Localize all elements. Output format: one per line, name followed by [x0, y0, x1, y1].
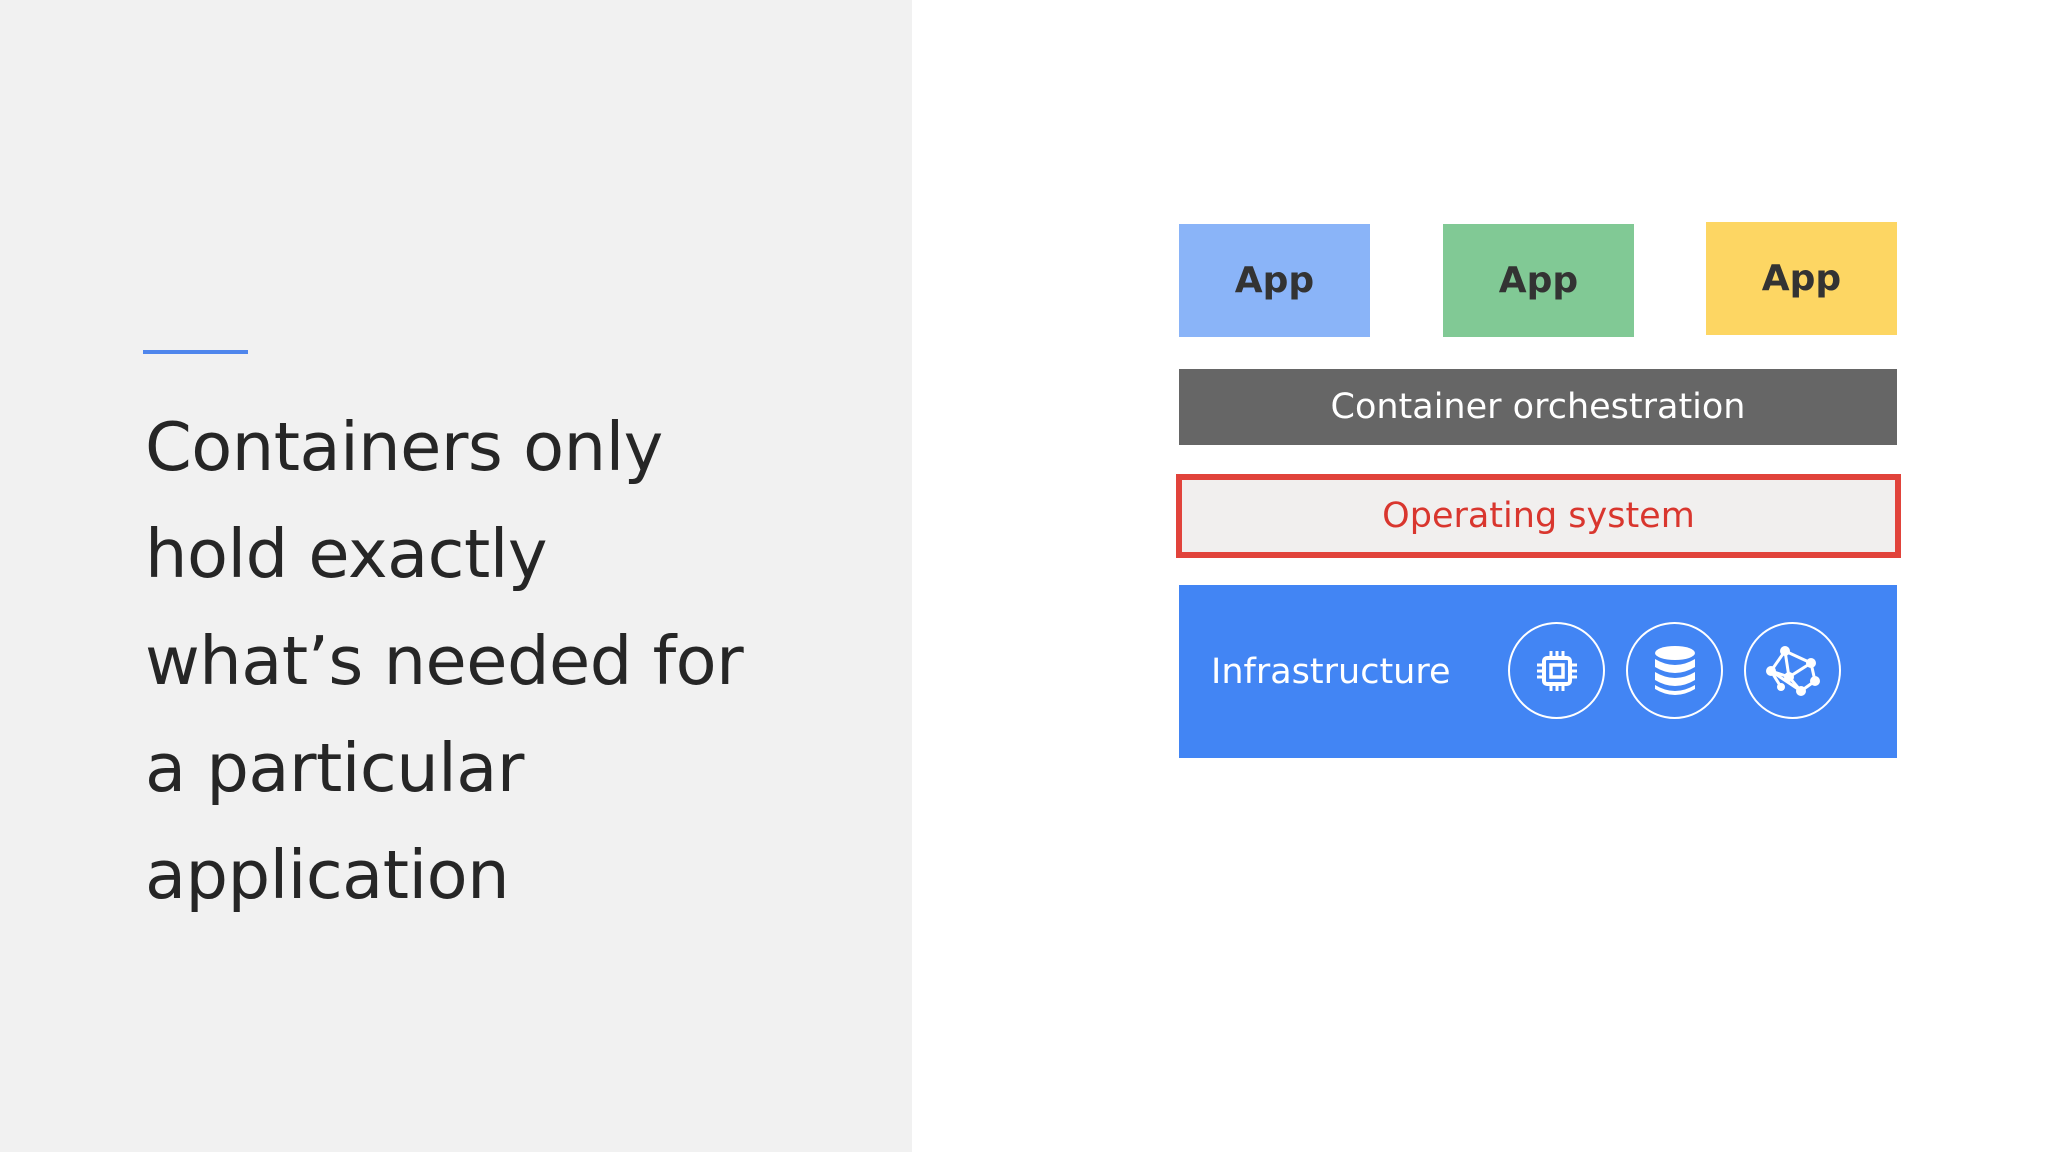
text-panel	[0, 0, 912, 1152]
heading-line: hold exactly	[145, 515, 548, 593]
app-box-blue: App	[1179, 224, 1370, 337]
app-label: App	[1234, 260, 1315, 301]
app-box-green: App	[1443, 224, 1634, 337]
operating-system-layer: Operating system	[1176, 474, 1901, 558]
network-graph-icon	[1744, 622, 1841, 719]
heading-line: a particular	[145, 729, 524, 807]
accent-line	[143, 350, 248, 354]
heading-line: Containers only	[145, 408, 663, 486]
database-icon	[1626, 622, 1723, 719]
container-orchestration-layer: Container orchestration	[1179, 369, 1897, 445]
operating-system-label: Operating system	[1382, 496, 1695, 536]
heading-line: application	[145, 836, 510, 914]
app-label: App	[1498, 260, 1579, 301]
infrastructure-layer: Infrastructure	[1179, 585, 1897, 758]
orchestration-label: Container orchestration	[1330, 387, 1746, 427]
infrastructure-label: Infrastructure	[1211, 652, 1451, 692]
app-label: App	[1761, 258, 1842, 299]
app-box-yellow: App	[1706, 222, 1897, 335]
cpu-chip-icon	[1508, 622, 1605, 719]
slide-heading: Containers only hold exactly what’s need…	[145, 394, 885, 929]
heading-line: what’s needed for	[145, 622, 744, 700]
